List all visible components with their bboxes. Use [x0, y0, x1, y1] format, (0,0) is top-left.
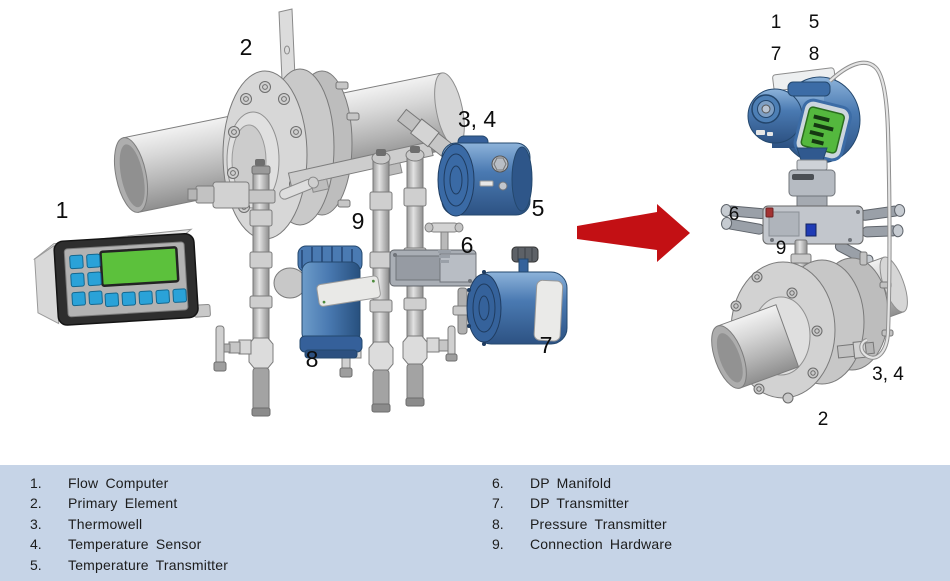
flow-computer-screen: [99, 246, 180, 287]
callout-left-dp-manifold: 6: [461, 232, 474, 258]
transition-arrow: [577, 204, 690, 262]
legend-item-label: Temperature Sensor: [68, 536, 202, 553]
flow-computer-keypad: [69, 253, 187, 308]
legend-item-number: 1.: [30, 475, 42, 491]
callout-left-dp-transmitter: 7: [540, 332, 553, 358]
integrated-manifold: [720, 203, 906, 268]
legend-item: 6. DP Manifold: [492, 473, 672, 493]
legend-item-number: 4.: [30, 536, 42, 553]
multivariable-transmitter: [747, 67, 861, 207]
flange-pair: [222, 68, 362, 240]
callout-left-connection-hardware: 9: [352, 208, 365, 234]
dp-transmitter: [466, 246, 568, 346]
legend-item: 1. Flow Computer: [30, 473, 228, 493]
legend-item-number: 3.: [30, 515, 42, 532]
legend-item-number: 5.: [30, 556, 42, 573]
callout-right-dp-manifold: 6: [729, 204, 740, 225]
temperature-capillary: [828, 60, 892, 360]
callout-left-temperature-transmitter: 5: [532, 195, 545, 221]
callout-right-temperature-transmitter: 5: [809, 12, 820, 33]
legend-item-label: DP Transmitter: [530, 495, 629, 512]
legend-column-left: 1. Flow Computer 2. Primary Element 3. T…: [30, 473, 228, 575]
legend-item: 4. Temperature Sensor: [30, 534, 228, 554]
legend-item: 7. DP Transmitter: [492, 493, 672, 513]
right-arrow-icon: [577, 204, 690, 262]
legend-band: 1. Flow Computer 2. Primary Element 3. T…: [0, 465, 950, 581]
dp-manifold: [389, 222, 477, 287]
legend-item-label: DP Manifold: [530, 475, 612, 491]
legend-item: 5. Temperature Transmitter: [30, 555, 228, 575]
legend-column-right: 6. DP Manifold 7. DP Transmitter 8. Pres…: [492, 473, 672, 555]
legend-item-number: 7.: [492, 495, 504, 512]
legend-item-label: Connection Hardware: [530, 536, 673, 553]
legend-item-number: 9.: [492, 536, 504, 553]
callout-left-primary-element: 2: [240, 34, 253, 60]
callout-right-pressure-transmitter: 8: [809, 44, 820, 65]
orifice-flange: [711, 251, 908, 404]
callout-right-primary-element: 2: [818, 409, 829, 430]
callout-right-thermowell-sensor: 3, 4: [872, 364, 904, 385]
callout-right-connection-hardware: 9: [776, 238, 787, 259]
callout-left-flow-computer: 1: [56, 197, 69, 223]
legend-item-label: Temperature Transmitter: [68, 556, 229, 573]
temperature-transmitter: [437, 135, 533, 217]
legend-item-label: Thermowell: [68, 515, 143, 532]
diagram-canvas: 1 2 3, 4 5 6 7 8 9: [33, 8, 908, 430]
connection-tube: [790, 239, 812, 273]
transmitter-display: [793, 98, 852, 162]
legend-item: 2. Primary Element: [30, 493, 228, 513]
flow-computer: [33, 228, 211, 326]
legend-item: 8. Pressure Transmitter: [492, 514, 672, 534]
left-assembly: 1 2 3, 4 5 6 7 8 9: [33, 8, 568, 417]
callout-right-flow-computer: 1: [771, 12, 782, 33]
legend-item-label: Primary Element: [68, 495, 178, 512]
pressure-transmitter: [273, 245, 381, 359]
legend-item-number: 8.: [492, 515, 504, 532]
callout-left-thermowell-sensor: 3, 4: [458, 106, 497, 132]
callout-right-dp-transmitter: 7: [771, 44, 782, 65]
legend-item-label: Flow Computer: [68, 475, 169, 491]
legend-item: 9. Connection Hardware: [492, 534, 672, 554]
right-assembly: 1 5 7 8 6 9 3, 4 2: [711, 12, 908, 430]
legend-item-number: 6.: [492, 475, 504, 491]
legend-item-number: 2.: [30, 495, 42, 512]
callout-left-pressure-transmitter: 8: [306, 346, 319, 372]
legend-item: 3. Thermowell: [30, 514, 228, 534]
orifice-flange-bolts: [730, 271, 823, 404]
impulse-line-a: [187, 159, 319, 417]
legend-item-label: Pressure Transmitter: [530, 515, 667, 532]
